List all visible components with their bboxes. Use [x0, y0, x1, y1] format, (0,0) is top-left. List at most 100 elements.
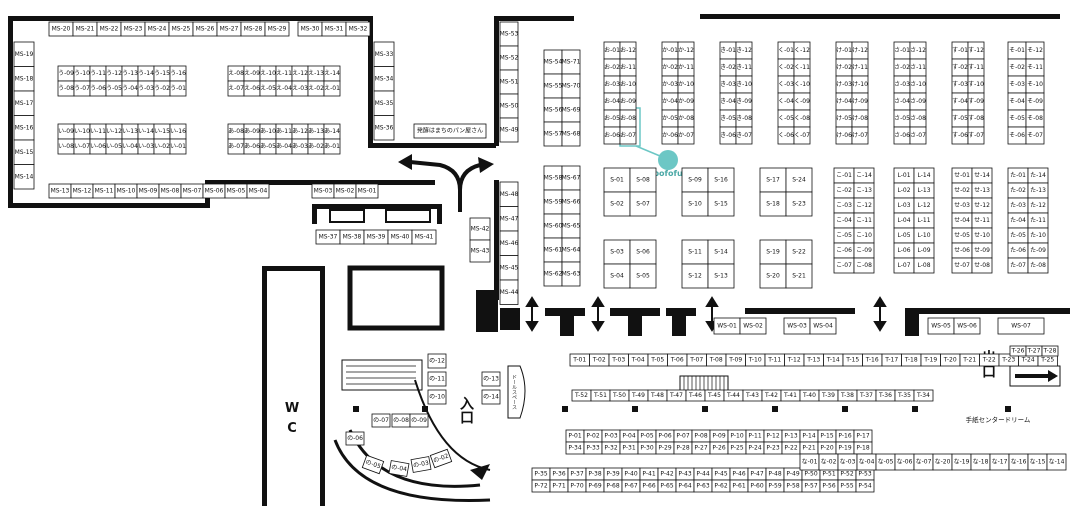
- booth-P-46[interactable]: P-46: [729, 467, 749, 481]
- booth-そ-08[interactable]: そ-08: [1025, 109, 1045, 128]
- booth-う-15[interactable]: う-15: [153, 65, 171, 82]
- booth-い-04[interactable]: い-04: [121, 138, 139, 155]
- booth-う-14[interactable]: う-14: [137, 65, 155, 82]
- booth-き-04[interactable]: き-04: [719, 92, 737, 111]
- booth-T-39[interactable]: T-39: [818, 389, 839, 402]
- booth-え-14[interactable]: え-14: [323, 65, 341, 82]
- booth-MS-67[interactable]: MS-67: [561, 165, 581, 191]
- booth-T-27[interactable]: T-27: [1025, 345, 1043, 357]
- booth-P-13[interactable]: P-13: [781, 429, 801, 443]
- booth-お-02[interactable]: お-02: [603, 58, 621, 77]
- booth-P-01[interactable]: P-01: [565, 429, 585, 443]
- booth-MS-69[interactable]: MS-69: [561, 97, 581, 123]
- booth-き-09[interactable]: き-09: [735, 92, 753, 111]
- booth-P-06[interactable]: P-06: [655, 429, 675, 443]
- booth-T-05[interactable]: T-05: [647, 353, 668, 367]
- booth-P-30[interactable]: P-30: [637, 441, 657, 455]
- booth-S-10[interactable]: S-10: [681, 191, 709, 217]
- booth-け-10[interactable]: け-10: [851, 75, 869, 94]
- booth-す-06[interactable]: す-06: [951, 126, 969, 145]
- booth-S-18[interactable]: S-18: [759, 191, 787, 217]
- booth-P-64[interactable]: P-64: [675, 479, 695, 493]
- booth-MS-01[interactable]: MS-01: [355, 183, 379, 199]
- booth-せ-08[interactable]: せ-08: [971, 257, 993, 274]
- booth-お-07[interactable]: お-07: [619, 126, 637, 145]
- booth-あ-05[interactable]: あ-05: [259, 138, 277, 155]
- booth-S-01[interactable]: S-01: [603, 167, 631, 193]
- booth-MS-17[interactable]: MS-17: [13, 90, 35, 116]
- booth-P-20[interactable]: P-20: [817, 441, 837, 455]
- booth-す-08[interactable]: す-08: [967, 109, 985, 128]
- booth-T-34[interactable]: T-34: [913, 389, 934, 402]
- booth-す-09[interactable]: す-09: [967, 92, 985, 111]
- booth-か-06[interactable]: か-06: [661, 126, 679, 145]
- booth-あ-09[interactable]: あ-09: [243, 123, 261, 140]
- booth-た-09[interactable]: た-09: [1027, 242, 1049, 259]
- booth-い-05[interactable]: い-05: [105, 138, 123, 155]
- booth-お-04[interactable]: お-04: [603, 92, 621, 111]
- booth-く-05[interactable]: く-05: [777, 109, 795, 128]
- booth-T-22[interactable]: T-22: [979, 353, 1000, 367]
- booth-く-03[interactable]: く-03: [777, 75, 795, 94]
- booth-P-02[interactable]: P-02: [583, 429, 603, 443]
- booth-P-25[interactable]: P-25: [727, 441, 747, 455]
- booth-け-03[interactable]: け-03: [835, 75, 853, 94]
- booth-お-12[interactable]: お-12: [619, 41, 637, 60]
- booth-MS-25[interactable]: MS-25: [168, 21, 194, 37]
- booth-き-11[interactable]: き-11: [735, 58, 753, 77]
- booth-の-02[interactable]: の-02: [429, 448, 453, 469]
- booth-な-02[interactable]: な-02: [818, 453, 839, 471]
- booth-T-26[interactable]: T-26: [1009, 345, 1027, 357]
- booth-MS-40[interactable]: MS-40: [387, 229, 413, 245]
- booth-T-43[interactable]: T-43: [742, 389, 763, 402]
- booth-MS-55[interactable]: MS-55: [543, 73, 563, 99]
- booth-せ-09[interactable]: せ-09: [971, 242, 993, 259]
- booth-MS-21[interactable]: MS-21: [72, 21, 98, 37]
- booth-お-08[interactable]: お-08: [619, 109, 637, 128]
- booth-な-06[interactable]: な-06: [894, 453, 915, 471]
- booth-MS-33[interactable]: MS-33: [373, 41, 395, 67]
- booth-MS-27[interactable]: MS-27: [216, 21, 242, 37]
- booth-T-42[interactable]: T-42: [761, 389, 782, 402]
- booth-け-12[interactable]: け-12: [851, 41, 869, 60]
- booth-こ-06[interactable]: こ-06: [833, 242, 855, 259]
- booth-く-12[interactable]: く-12: [793, 41, 811, 60]
- booth-P-14[interactable]: P-14: [799, 429, 819, 443]
- booth-お-03[interactable]: お-03: [603, 75, 621, 94]
- booth-MS-22[interactable]: MS-22: [96, 21, 122, 37]
- booth-P-42[interactable]: P-42: [657, 467, 677, 481]
- booth-す-12[interactable]: す-12: [967, 41, 985, 60]
- booth-た-13[interactable]: た-13: [1027, 182, 1049, 199]
- booth-MS-43[interactable]: MS-43: [469, 239, 491, 263]
- booth-え-03[interactable]: え-03: [291, 80, 309, 97]
- booth-MS-23[interactable]: MS-23: [120, 21, 146, 37]
- booth-そ-01[interactable]: そ-01: [1007, 41, 1027, 60]
- booth-P-41[interactable]: P-41: [639, 467, 659, 481]
- booth-MS-26[interactable]: MS-26: [192, 21, 218, 37]
- booth-MS-63[interactable]: MS-63: [561, 261, 581, 287]
- booth-S-20[interactable]: S-20: [759, 263, 787, 289]
- booth-P-15[interactable]: P-15: [817, 429, 837, 443]
- booth-い-03[interactable]: い-03: [137, 138, 155, 155]
- booth-L-11[interactable]: L-11: [913, 212, 935, 229]
- booth-MS-20[interactable]: MS-20: [48, 21, 74, 37]
- booth-た-12[interactable]: た-12: [1027, 197, 1049, 214]
- booth-MS-34[interactable]: MS-34: [373, 66, 395, 92]
- booth-そ-03[interactable]: そ-03: [1007, 75, 1027, 94]
- booth-そ-09[interactable]: そ-09: [1025, 92, 1045, 111]
- booth-L-04[interactable]: L-04: [893, 212, 915, 229]
- booth-え-10[interactable]: え-10: [259, 65, 277, 82]
- booth-T-28[interactable]: T-28: [1041, 345, 1059, 357]
- booth-S-22[interactable]: S-22: [785, 239, 813, 265]
- booth-く-01[interactable]: く-01: [777, 41, 795, 60]
- booth-MS-15[interactable]: MS-15: [13, 139, 35, 165]
- booth-な-01[interactable]: な-01: [799, 453, 820, 471]
- booth-S-19[interactable]: S-19: [759, 239, 787, 265]
- booth-T-03[interactable]: T-03: [608, 353, 629, 367]
- booth-け-07[interactable]: け-07: [851, 126, 869, 145]
- booth-お-05[interactable]: お-05: [603, 109, 621, 128]
- booth-T-38[interactable]: T-38: [837, 389, 858, 402]
- booth-さ-04[interactable]: さ-04: [893, 92, 911, 111]
- booth-お-01[interactable]: お-01: [603, 41, 621, 60]
- booth-く-04[interactable]: く-04: [777, 92, 795, 111]
